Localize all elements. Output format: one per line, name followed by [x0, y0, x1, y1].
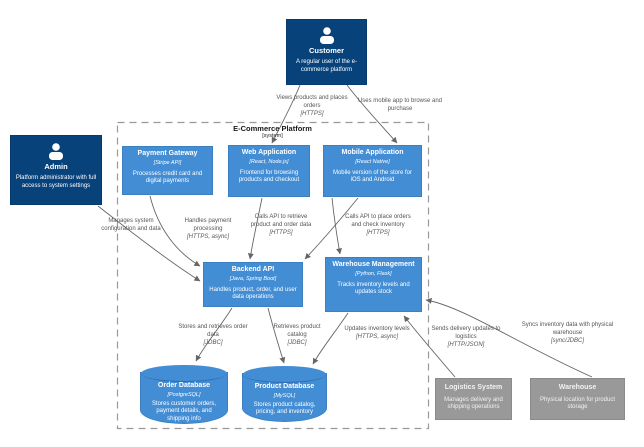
node-title: Admin [44, 162, 68, 171]
edge-technology: [HTTPS] [300, 110, 324, 117]
node-technology: [PostgreSQL] [167, 391, 201, 398]
node-title: Logistics System [444, 384, 503, 391]
edge-label-views: Views products and places orders [HTTPS] [270, 95, 354, 118]
node-warehouse: Warehouse Physical location for product … [530, 378, 625, 420]
node-web-application: Web Application [React, Node.js] Fronten… [228, 145, 310, 197]
edge-text: Manages system configuration and data [101, 218, 161, 232]
edge-label-retrieves: Retrieves product catalog [JDBC] [268, 324, 326, 347]
edge-text: Calls API to place orders and check inve… [345, 214, 411, 228]
node-logistics-system: Logistics System Manages delivery and sh… [435, 378, 512, 420]
arrow-backend-orderdb [195, 307, 233, 362]
edge-technology: [HTTPS, async] [355, 333, 398, 340]
boundary-label: E-Commerce Platform [system] [117, 124, 428, 139]
edge-label-uses: Uses mobile app to browse and purchase [355, 98, 445, 114]
node-admin: Admin Platform administrator with full a… [10, 135, 102, 205]
arrow-admin-backend [97, 205, 201, 282]
node-description: Processes credit card and digital paymen… [132, 170, 203, 185]
edge-technology: [HTTPS] [269, 229, 293, 236]
node-title: Web Application [241, 149, 297, 156]
arrow-mobileapp-warehousemgmt [331, 197, 342, 255]
node-technology: [React Native] [355, 158, 390, 165]
node-technology: [React, Node.js] [249, 158, 289, 165]
arrow-customer-mobileapp [346, 84, 398, 144]
node-description: Frontend for browsing products and check… [238, 169, 300, 184]
node-description: Stores customer orders, payment details,… [151, 400, 217, 422]
arrow-logistics-warehousemgmt [403, 315, 456, 378]
arrow-paymentgateway-backend [149, 195, 201, 267]
node-title: Backend API [231, 266, 275, 273]
node-description: A regular user of the e-commerce platfor… [295, 59, 358, 73]
node-description: Handles product, order, and user data op… [209, 286, 297, 301]
edge-label-stores: Stores and retrieves order data [JDBC] [178, 324, 248, 347]
edge-text: Syncs inventory data with physical wareh… [521, 322, 614, 336]
node-title: Customer [308, 46, 344, 55]
node-technology: [MySQL] [273, 392, 296, 399]
node-payment-gateway: Payment Gateway [Stripe API] Processes c… [122, 146, 213, 195]
system-boundary [116, 121, 430, 430]
edge-technology: [HTTPS] [366, 229, 390, 236]
person-icon [319, 27, 334, 44]
edge-technology: [HTTP/JSON] [447, 341, 485, 348]
arrow-backend-productdb [267, 307, 286, 364]
arrow-webapp-backend [247, 197, 263, 260]
edge-text: Handles payment processing [184, 218, 232, 232]
node-description: Manages delivery and shipping operations [444, 396, 503, 411]
node-description: Tracks inventory levels and updates stoc… [337, 281, 410, 296]
node-backend-api: Backend API [Java, Spring Boot] Handles … [203, 262, 303, 307]
node-title: Warehouse Management [332, 261, 415, 268]
node-customer: Customer A regular user of the e-commerc… [286, 19, 367, 85]
boundary-title: E-Commerce Platform [233, 124, 312, 133]
edge-text: Views products and places orders [276, 95, 348, 109]
edge-label-calls-place: Calls API to place orders and check inve… [344, 214, 412, 237]
edge-label-manages: Manages system configuration and data [98, 218, 164, 234]
edge-text: Retrieves product catalog [273, 324, 321, 338]
node-warehouse-management: Warehouse Management [Python, Flask] Tra… [325, 257, 422, 312]
node-technology: [Java, Spring Boot] [229, 275, 277, 282]
node-description: Physical location for product storage [539, 396, 616, 411]
edge-text: Updates inventory levels [344, 326, 410, 332]
edge-technology: [sync/JDBC] [550, 337, 584, 344]
arrow-mobileapp-backend [304, 197, 359, 260]
node-title: Warehouse [558, 384, 597, 391]
edge-technology: [HTTPS, async] [186, 233, 229, 240]
arrow-customer-webapp [271, 84, 301, 144]
edge-text: Uses mobile app to browse and purchase [357, 98, 443, 112]
edge-label-calls-retrieve: Calls API to retrieve product and order … [250, 214, 312, 237]
node-title: Payment Gateway [137, 150, 198, 157]
node-title: Product Database [254, 383, 315, 390]
arrow-warehouse-warehousemgmt [425, 297, 593, 378]
edge-text: Sends delivery updates to logistics [431, 326, 501, 340]
boundary-subtitle: [system] [262, 133, 283, 139]
node-description: Mobile version of the store for iOS and … [332, 169, 413, 184]
node-technology: [Stripe API] [153, 159, 182, 166]
node-product-database: Product Database [MySQL] Stores product … [242, 366, 327, 422]
node-technology: [Python, Flask] [355, 270, 392, 277]
edge-label-syncs: Syncs inventory data with physical wareh… [515, 322, 620, 345]
node-title: Mobile Application [341, 149, 404, 156]
node-title: Order Database [157, 382, 211, 389]
edge-label-updates: Updates inventory levels [HTTPS, async] [344, 326, 410, 342]
node-order-database: Order Database [PostgreSQL] Stores custo… [140, 365, 228, 424]
edge-label-sends: Sends delivery updates to logistics [HTT… [430, 326, 502, 349]
node-mobile-application: Mobile Application [React Native] Mobile… [323, 145, 422, 197]
arrow-warehousemgmt-productdb [312, 312, 349, 365]
edge-text: Calls API to retrieve product and order … [250, 214, 312, 228]
edge-text: Stores and retrieves order data [178, 324, 248, 338]
node-description: Stores product catalog, pricing, and inv… [253, 401, 316, 416]
person-icon [49, 143, 63, 160]
edge-technology: [JDBC] [287, 339, 307, 346]
node-description: Platform administrator with full access … [15, 175, 97, 189]
edge-label-handles: Handles payment processing [HTTPS, async… [172, 218, 244, 241]
edge-technology: [JDBC] [203, 339, 223, 346]
